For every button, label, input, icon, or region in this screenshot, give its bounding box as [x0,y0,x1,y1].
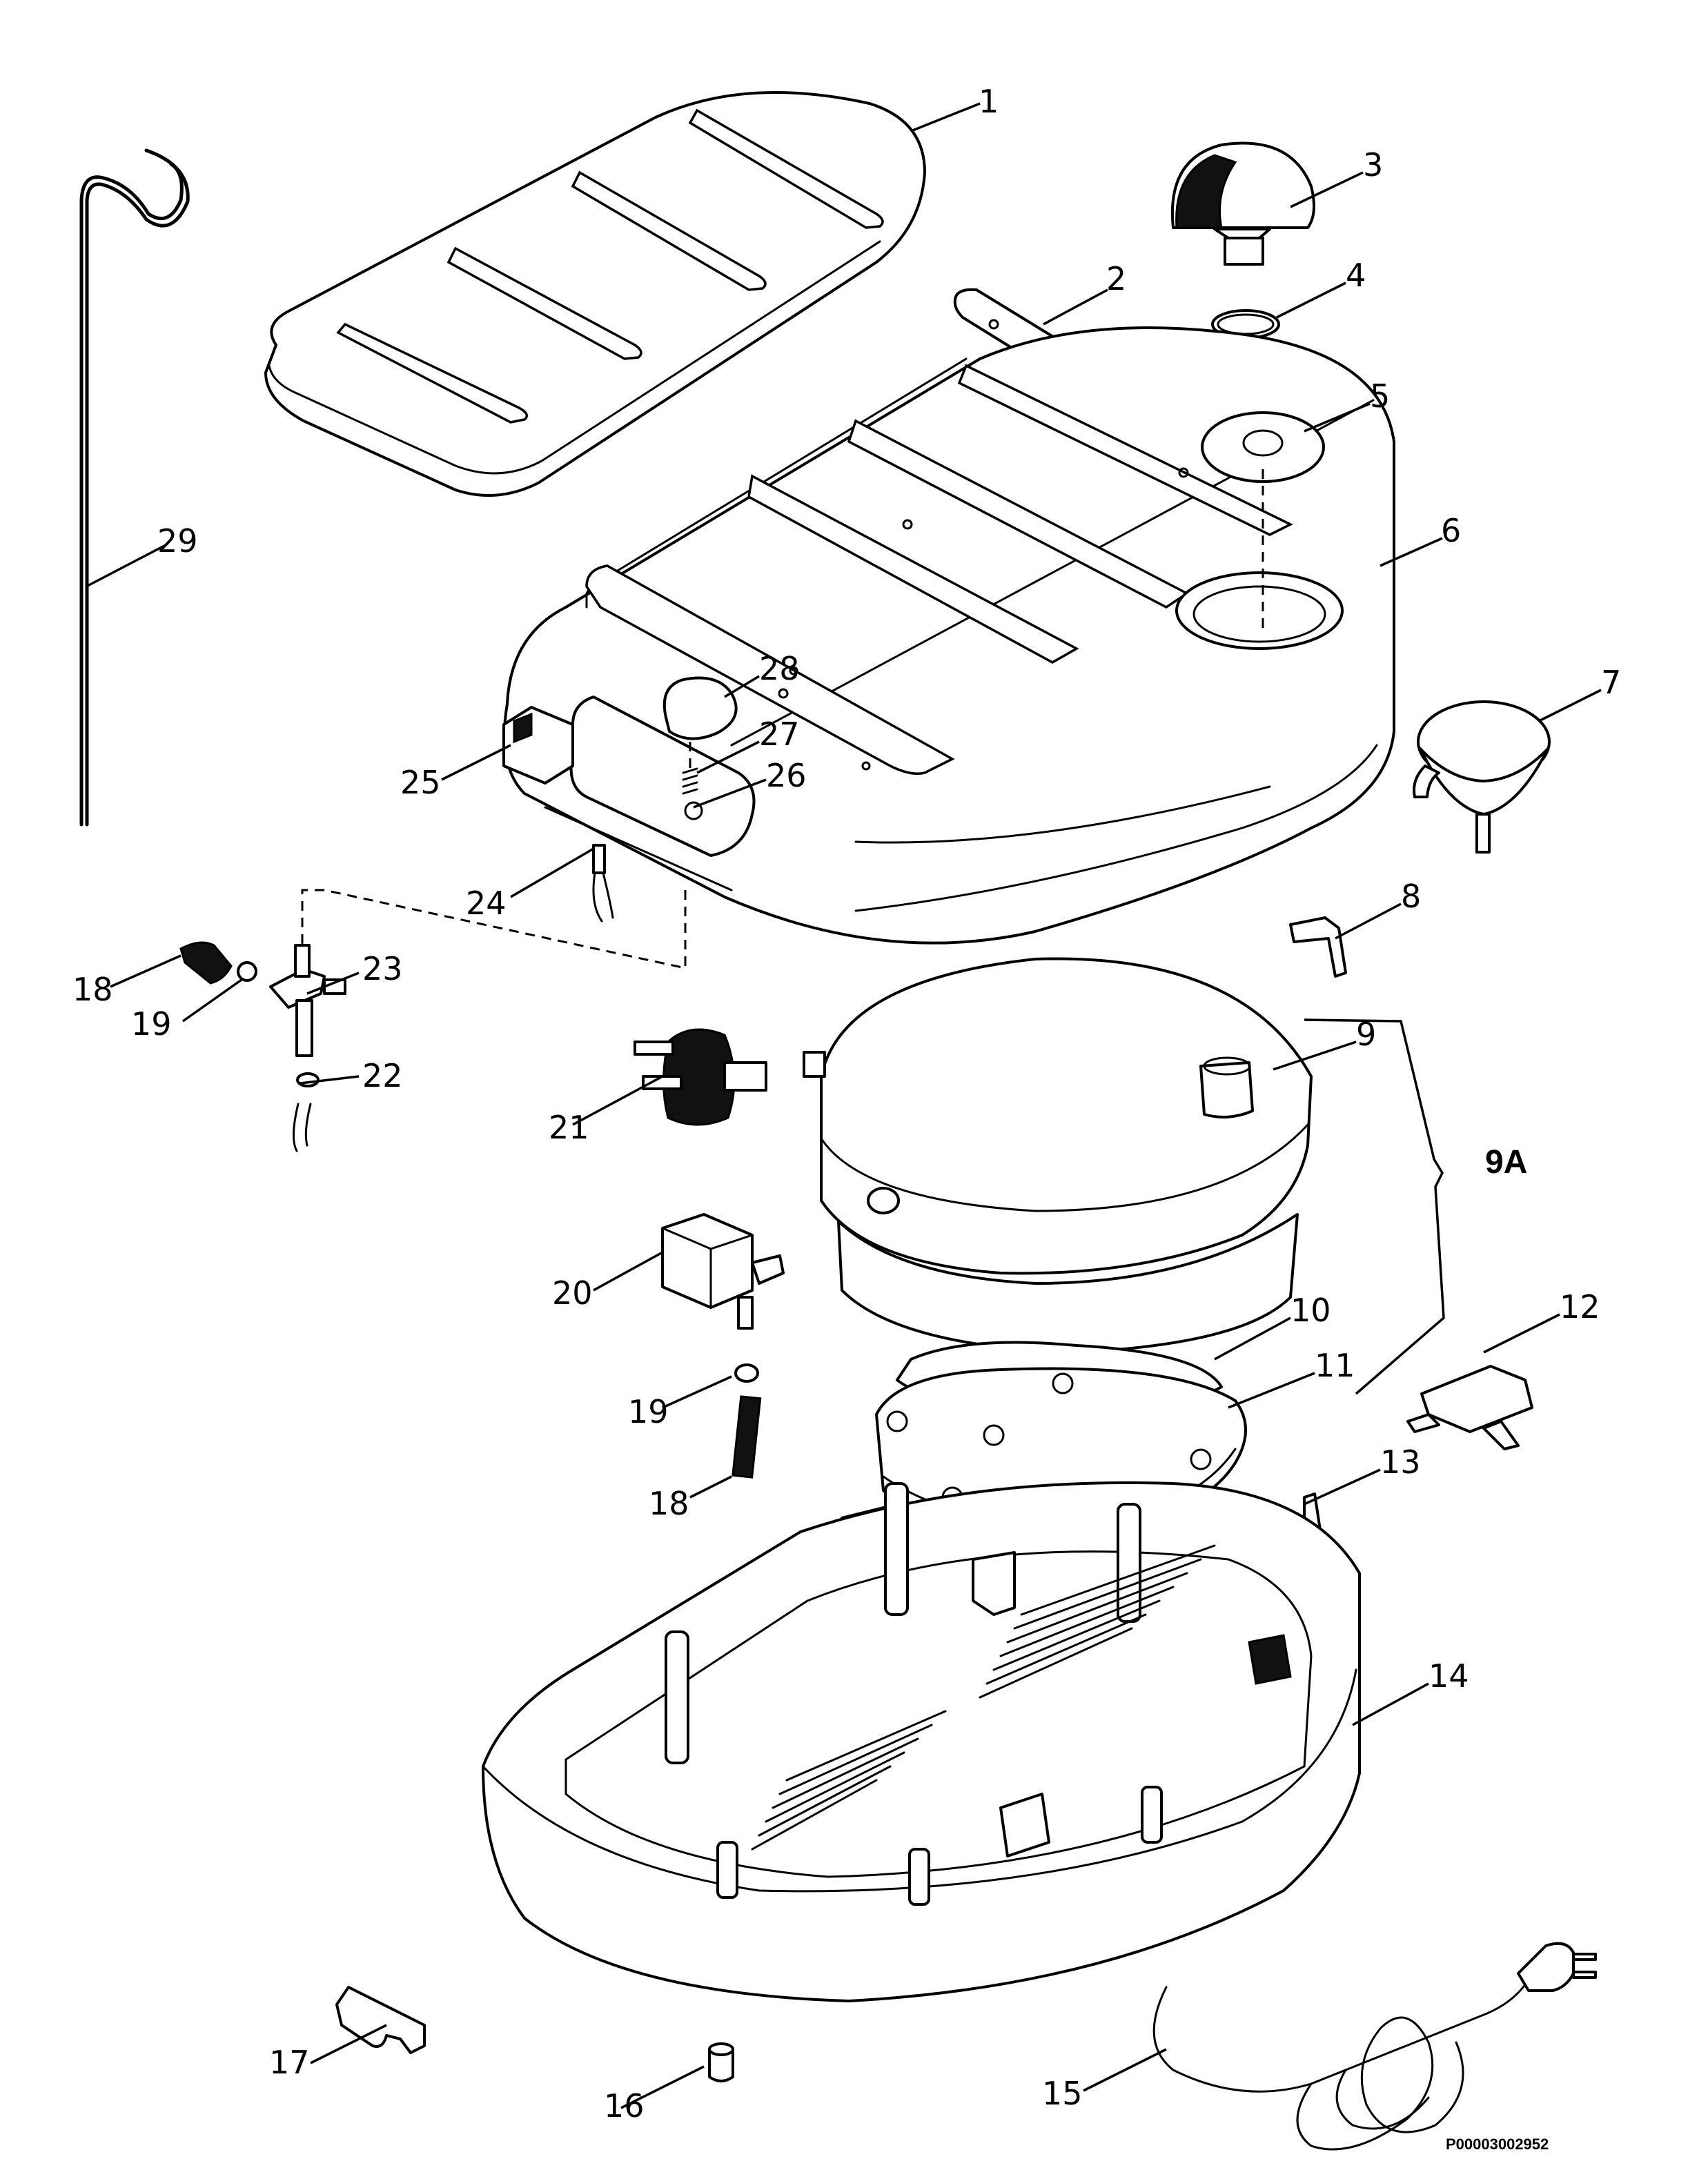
callout-14: 14 [1429,1657,1469,1695]
callout-25: 25 [400,764,441,801]
part-20-solenoid [661,1213,785,1330]
callout-22: 22 [362,1057,403,1094]
part-5-filler-ring [1201,411,1325,628]
part-18-hose-upper [179,941,233,985]
drawing-code: P00003002952 [1446,2136,1549,2153]
callout-4: 4 [1346,257,1366,294]
callout-26: 26 [766,757,807,794]
part-27-spring [682,742,698,795]
callout-19-lower: 19 [628,1393,669,1430]
part-9-boiler [803,957,1313,1354]
part-23-valve [269,944,346,1057]
part-3-knob [1170,141,1315,266]
callout-10: 10 [1290,1292,1331,1329]
callout-27: 27 [759,716,800,753]
callout-9: 9 [1356,1016,1376,1053]
callout-7: 7 [1601,664,1621,701]
part-19-clip-lower [734,1363,759,1383]
part-15-power-cord [1152,1942,1597,2151]
callout-19-upper: 19 [131,1005,172,1043]
part-19-clip-upper [237,961,257,982]
part-21-connector [634,1028,767,1126]
callout-18-lower: 18 [649,1485,689,1522]
part-16-foot [708,2042,734,2082]
callout-11: 11 [1315,1347,1355,1384]
callout-16: 16 [604,2087,645,2124]
part-7-funnel [1413,700,1551,854]
leader-lines [86,102,1602,2109]
callout-18-upper: 18 [72,971,113,1008]
part-29-wire-hook [79,148,190,827]
callout-3: 3 [1363,146,1383,184]
part-17-bracket [335,1986,426,2054]
callout-9a: 9A [1485,1144,1527,1181]
callout-17: 17 [269,2044,310,2081]
part-14-base [482,1481,1361,2002]
part-1-top-cover [264,91,926,497]
callout-13: 13 [1380,1443,1421,1481]
callout-5: 5 [1370,377,1390,415]
part-6-main-housing [502,319,1395,945]
callout-15: 15 [1042,2075,1083,2112]
callout-2: 2 [1106,260,1126,297]
callout-29: 29 [157,522,198,560]
part-8-clip [1289,916,1347,978]
callout-24: 24 [466,885,507,922]
callout-1: 1 [979,83,999,120]
callout-21: 21 [549,1109,589,1146]
callout-8: 8 [1401,878,1421,915]
part-12-thermostat [1406,1365,1533,1450]
part-18-hose-lower [732,1395,762,1479]
callout-20: 20 [552,1274,593,1312]
part-22-clip [292,1072,320,1152]
part-24-wire [592,844,614,923]
assembly-guide-line [301,889,687,969]
callout-23: 23 [362,950,403,987]
callout-6: 6 [1441,512,1461,549]
callout-12: 12 [1560,1288,1600,1325]
callout-28: 28 [759,650,800,687]
group-9a-bracket [1304,1018,1445,1395]
part-25-switch [502,706,574,785]
